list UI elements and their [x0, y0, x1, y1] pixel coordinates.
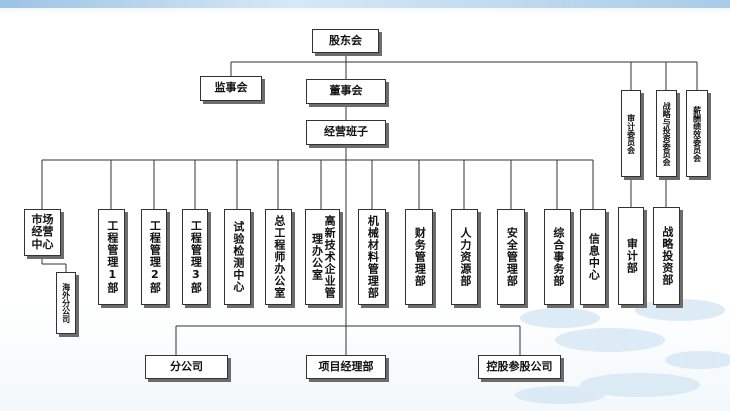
node-management: 经营班子 [306, 120, 386, 145]
cloud-decoration [515, 299, 730, 404]
node-hr-dept: 人力资源部 [451, 209, 478, 305]
top-banner [0, 0, 730, 8]
node-chief-engineer-office: 总工程师办公室 [265, 209, 292, 305]
node-branch: 分公司 [145, 355, 228, 379]
node-testing-center: 试验检测中心 [224, 209, 251, 305]
node-info-center: 信息中心 [580, 209, 606, 305]
node-eng-mgmt-1: 工程管理1部 [98, 209, 125, 305]
node-audit-committee: 审计委员会 [621, 90, 641, 177]
node-supervisors: 监事会 [200, 76, 262, 101]
node-holding-companies: 控股参股公司 [478, 355, 561, 379]
node-eng-mgmt-2: 工程管理2部 [141, 209, 167, 305]
node-shareholders: 股东会 [312, 29, 379, 53]
node-project-dept: 项目经理部 [306, 355, 386, 379]
node-compensation-committee: 薪酬绩效委员会 [686, 90, 708, 177]
node-strategy-committee: 战略与投资委员会 [656, 90, 677, 177]
node-board: 董事会 [306, 79, 386, 104]
node-eng-mgmt-3: 工程管理3部 [182, 209, 208, 305]
node-finance-dept: 财务管理部 [405, 209, 433, 305]
node-safety-dept: 安全管理部 [497, 209, 525, 305]
node-strategy-dept: 战略投资部 [653, 207, 680, 305]
node-general-affairs: 综合事务部 [544, 209, 571, 305]
node-hitech-office: 高新技术企业管理办公室 [305, 209, 340, 305]
node-market-center: 市场经营中心 [24, 209, 61, 256]
node-machinery-dept: 机械材料管理部 [358, 209, 386, 305]
node-audit-dept: 审计部 [618, 207, 644, 305]
node-overseas-branch: 海外分公司 [56, 272, 76, 334]
